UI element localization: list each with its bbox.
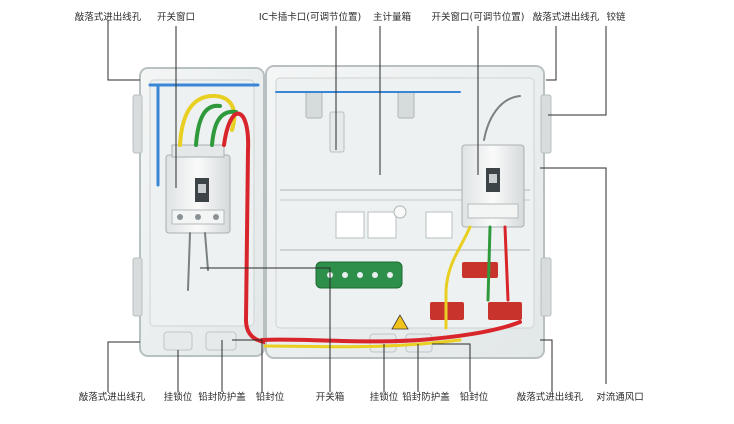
- label-bottom-knockout-right: 敲落式进出线孔: [517, 391, 584, 403]
- label-top-hinge: 铰链: [606, 11, 626, 23]
- label-bottom-seal-cover-right: 铅封防护盖: [402, 391, 450, 403]
- label-bottom-seal-cover-left: 铅封防护盖: [198, 391, 246, 403]
- label-top-knockout-left: 敲落式进出线孔: [75, 11, 142, 23]
- callout-labels: 敲落式进出线孔 开关窗口 IC卡插卡口(可调节位置) 主计量箱 开关窗口(可调节…: [75, 11, 644, 403]
- label-bottom-seal-right: 铅封位: [460, 391, 489, 403]
- label-top-switch-window: 开关窗口: [157, 11, 195, 23]
- label-bottom-switch-box: 开关箱: [316, 391, 345, 403]
- meter-box-wiring: [260, 91, 522, 349]
- terminal-block: [315, 261, 403, 289]
- label-right-vent: 对流通风口: [596, 391, 644, 403]
- label-top-switch-window-adj: 开关窗口(可调节位置): [432, 11, 525, 23]
- warning-sign: [391, 314, 409, 330]
- label-bottom-lock-right: 挂锁位: [370, 391, 399, 403]
- left-circuit-breaker: [165, 144, 231, 234]
- leader-lines: [107, 20, 607, 392]
- label-bottom-lock-left: 挂锁位: [164, 391, 193, 403]
- label-bottom-knockout-left: 敲落式进出线孔: [79, 391, 146, 403]
- label-top-ic-card: IC卡插卡口(可调节位置): [259, 11, 361, 23]
- label-bottom-seal-left: 铅封位: [256, 391, 285, 403]
- label-top-main-meter-box: 主计量箱: [373, 11, 411, 23]
- right-circuit-breaker: [461, 144, 525, 228]
- label-top-knockout-right: 敲落式进出线孔: [533, 11, 600, 23]
